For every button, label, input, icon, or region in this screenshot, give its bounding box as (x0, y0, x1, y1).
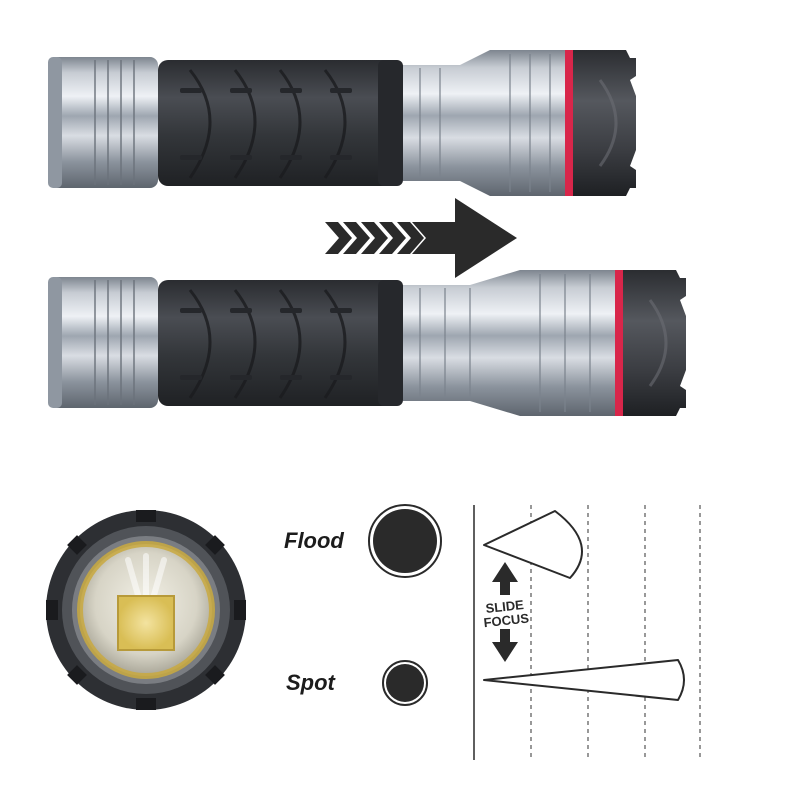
head-front-view (46, 510, 246, 710)
beam-diagram: SLIDE FOCUS (368, 504, 701, 760)
tail-cap (48, 57, 158, 188)
spot-label: Spot (286, 670, 335, 695)
bezel (623, 270, 686, 416)
flood-beam-shape (483, 510, 583, 579)
focus-head-metal (403, 50, 567, 196)
flood-label: Flood (284, 528, 344, 553)
flashlight-retracted (48, 50, 636, 196)
bezel (573, 50, 636, 196)
spot-beam-shape (483, 659, 685, 701)
slide-focus-line2: FOCUS (483, 610, 530, 630)
accent-ring (565, 50, 573, 196)
slide-focus-arrow-icon (492, 562, 518, 662)
extend-arrow-icon (325, 198, 517, 278)
focus-head-metal (403, 270, 615, 416)
tail-cap (48, 277, 158, 408)
led-chip (117, 595, 175, 651)
accent-ring (615, 270, 623, 416)
spot-beam-dot-icon (382, 660, 428, 706)
flashlight-extended (48, 270, 686, 416)
flood-beam-dot-icon (368, 504, 442, 578)
slide-focus-line1: SLIDE (485, 597, 525, 616)
